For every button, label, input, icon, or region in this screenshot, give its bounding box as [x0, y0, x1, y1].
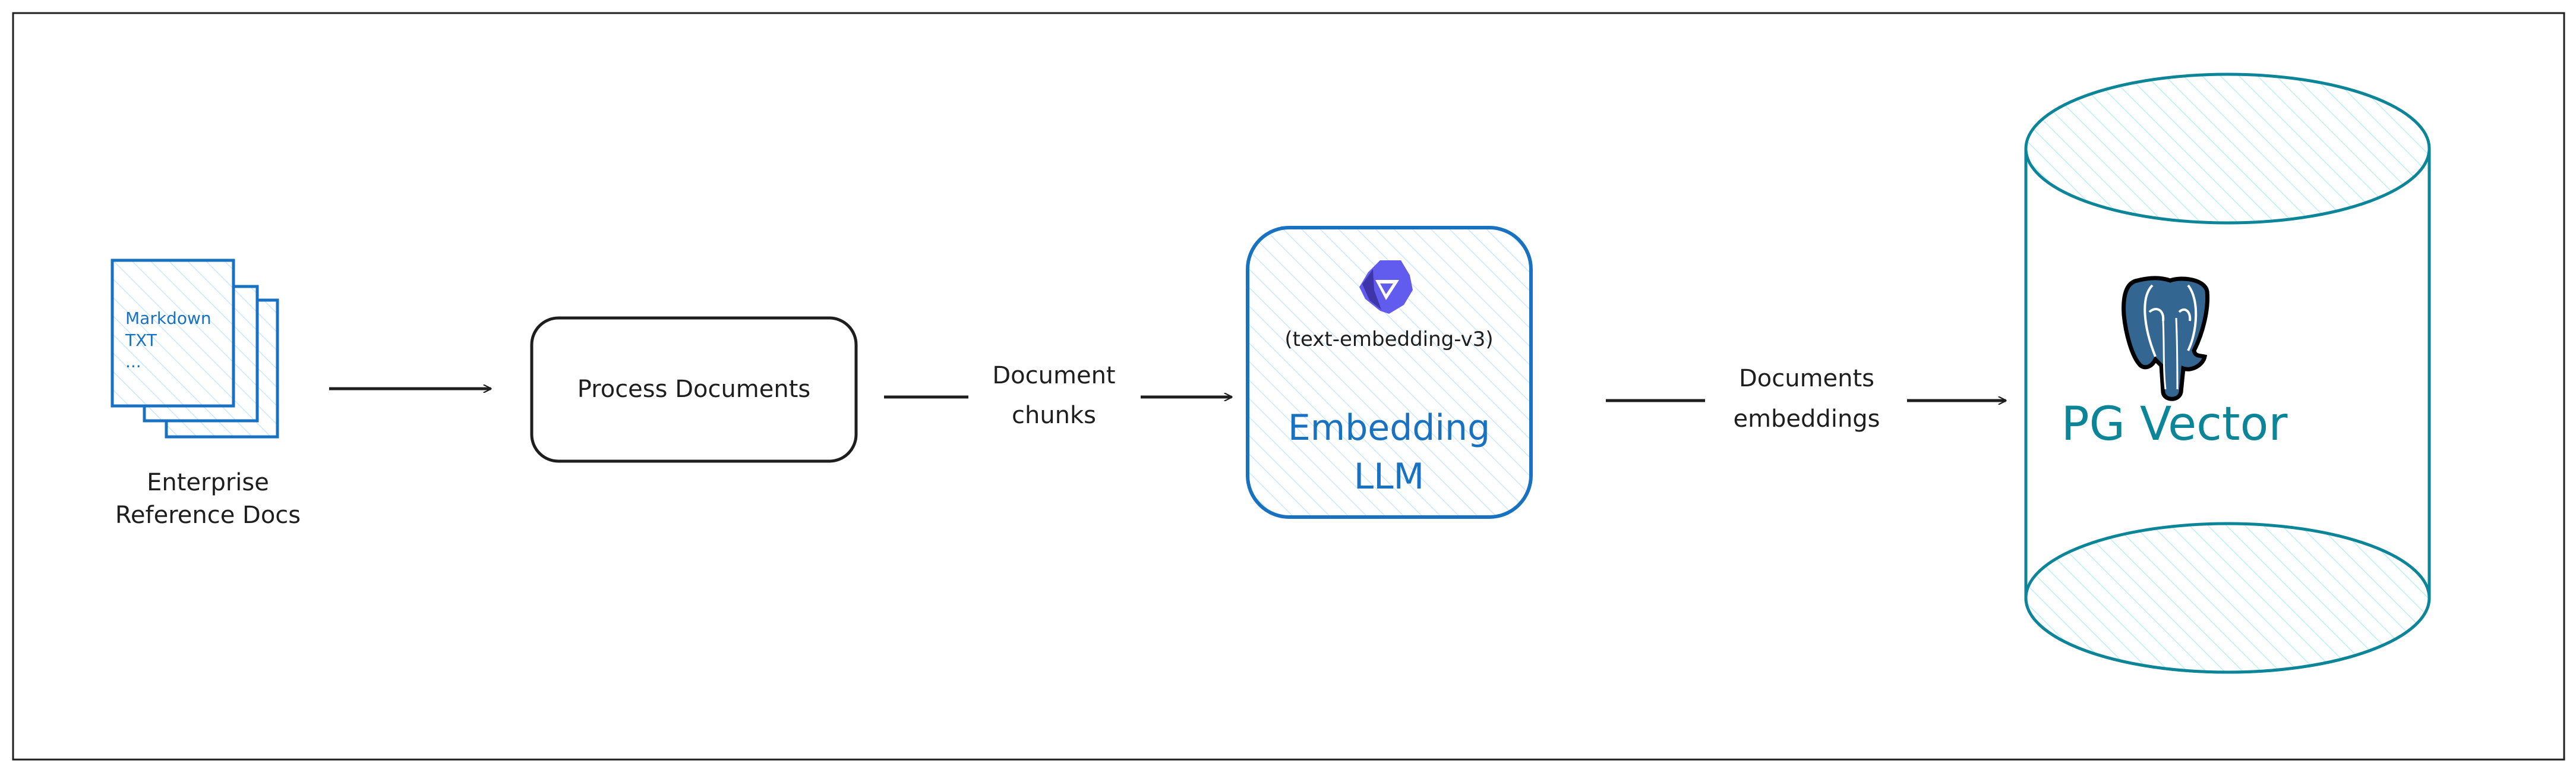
edge-label-bg — [968, 351, 1141, 434]
cylinder-top — [2024, 73, 2431, 225]
edge-chunks-label-line1: Document — [992, 362, 1115, 389]
process-documents-box — [530, 316, 858, 463]
source-docs-label-line2: Reference Docs — [115, 502, 301, 529]
embedding-llm-box — [1246, 226, 1533, 519]
postgresql-elephant-icon — [2122, 276, 2210, 401]
pg-vector-node[interactable]: PG Vector — [2024, 73, 2431, 674]
source-docs-label-line1: Enterprise — [147, 469, 269, 496]
embedding-title-line1: Embedding — [1288, 407, 1490, 449]
doc-line-txt: TXT — [125, 330, 157, 350]
edge-embeddings-label-line1: Documents — [1739, 365, 1874, 392]
doc-page-front — [111, 259, 235, 408]
cylinder-bottom — [2024, 522, 2431, 674]
source-docs-node[interactable]: Markdown TXT ... — [111, 259, 279, 439]
doc-line-markdown: Markdown — [125, 308, 211, 328]
process-documents-node[interactable]: Process Documents — [530, 316, 858, 463]
edge-embeddings-label-line2: embeddings — [1733, 405, 1880, 433]
edge-chunks-label-line2: chunks — [1012, 402, 1096, 429]
edge-label-bg — [1705, 354, 1907, 437]
embedding-title-line2: LLM — [1354, 456, 1425, 497]
pg-vector-label: PG Vector — [2062, 398, 2288, 451]
qwen-logo-icon — [1359, 260, 1413, 314]
embedding-llm-node[interactable]: (text-embedding-v3) Embedding LLM — [1246, 226, 1533, 519]
process-documents-label: Process Documents — [577, 376, 811, 403]
embedding-model-name: (text-embedding-v3) — [1284, 327, 1493, 351]
doc-line-ellipsis: ... — [125, 352, 141, 371]
